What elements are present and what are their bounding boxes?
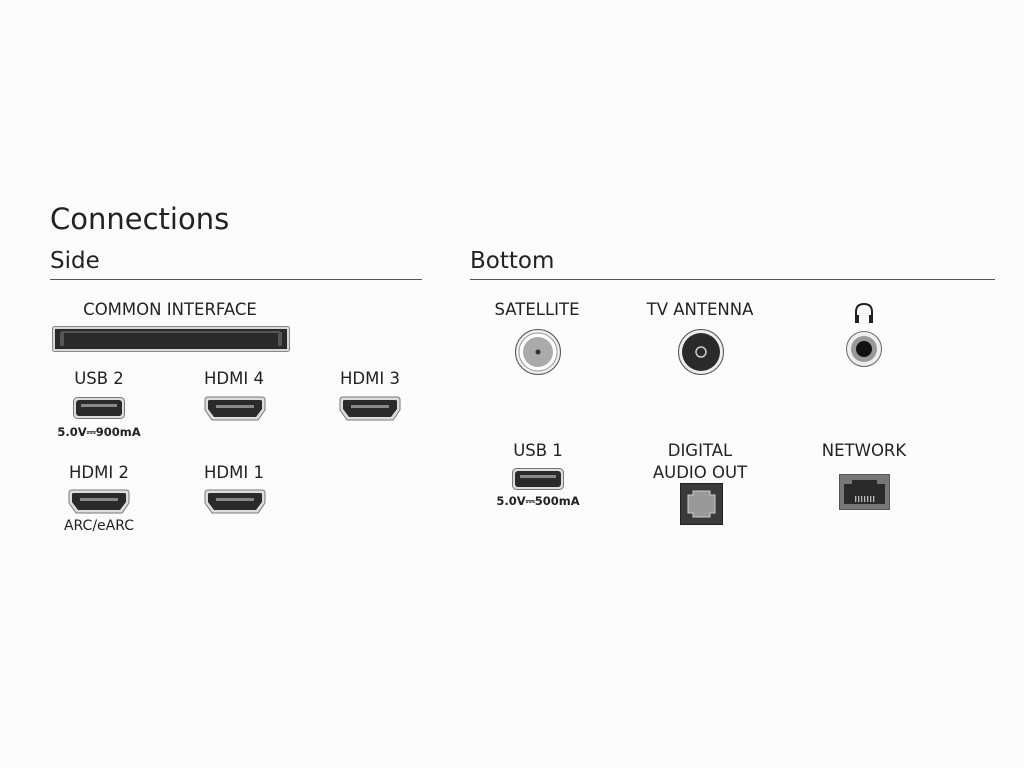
digital-audio-label-line2: AUDIO OUT bbox=[652, 463, 748, 482]
satellite-label: SATELLITE bbox=[494, 300, 580, 319]
hdmi2-arc-note: ARC/eARC bbox=[63, 518, 135, 534]
satellite-connector-icon bbox=[515, 329, 561, 375]
headphone-jack-icon bbox=[846, 331, 882, 367]
headphone-icon bbox=[855, 302, 873, 323]
usb1-label: USB 1 bbox=[513, 441, 563, 460]
bottom-heading: Bottom bbox=[470, 248, 555, 274]
hdmi4-label: HDMI 4 bbox=[204, 369, 264, 388]
hdmi1-label: HDMI 1 bbox=[204, 463, 264, 482]
usb-port-icon bbox=[512, 468, 564, 490]
hdmi-port-icon bbox=[204, 489, 266, 514]
page-title: Connections bbox=[50, 202, 230, 236]
hdmi-port-icon bbox=[68, 489, 130, 514]
side-divider bbox=[50, 279, 422, 280]
hdmi3-label: HDMI 3 bbox=[340, 369, 400, 388]
common-interface-slot-icon bbox=[52, 326, 290, 352]
antenna-connector-icon bbox=[678, 329, 724, 375]
usb2-spec: 5.0V⎓900mA bbox=[57, 425, 141, 439]
common-interface-label: COMMON INTERFACE bbox=[83, 300, 257, 319]
hdmi2-label: HDMI 2 bbox=[69, 463, 129, 482]
usb-port-icon bbox=[73, 397, 125, 419]
bottom-divider bbox=[470, 279, 995, 280]
usb2-label: USB 2 bbox=[74, 369, 124, 388]
hdmi-port-icon bbox=[339, 396, 401, 421]
ethernet-port-icon bbox=[839, 474, 890, 510]
optical-audio-port-icon bbox=[680, 483, 723, 525]
side-heading: Side bbox=[50, 248, 100, 274]
hdmi-port-icon bbox=[204, 396, 266, 421]
network-label: NETWORK bbox=[821, 441, 907, 460]
tv-antenna-label: TV ANTENNA bbox=[646, 300, 754, 319]
digital-audio-label-line1: DIGITAL bbox=[667, 441, 733, 460]
usb1-spec: 5.0V⎓500mA bbox=[496, 494, 580, 508]
